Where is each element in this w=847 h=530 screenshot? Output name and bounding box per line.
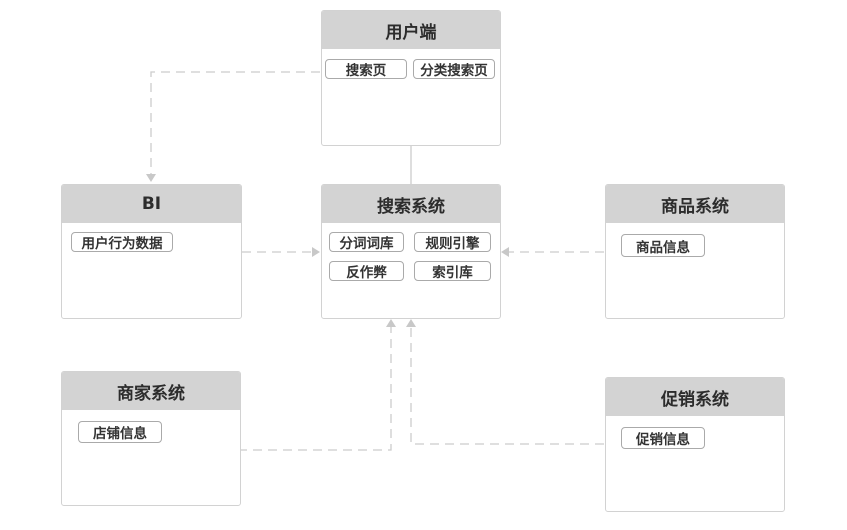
merchant-system-title: 商家系统 xyxy=(62,372,240,410)
tag-promotion-info: 促销信息 xyxy=(621,427,705,449)
promotion-system-title: 促销系统 xyxy=(606,378,784,416)
tag-user-behavior-data: 用户行为数据 xyxy=(71,232,173,252)
tag-product-info: 商品信息 xyxy=(621,234,705,257)
connector-promotion-to-search xyxy=(410,326,604,445)
arrowhead-search-bottom-right xyxy=(406,319,416,327)
arrowhead-search-right xyxy=(501,247,509,257)
connector-merchant-to-search xyxy=(238,326,392,451)
arrowhead-search-left xyxy=(312,247,320,257)
arrowhead-search-bottom-left xyxy=(386,319,396,327)
tag-index-library: 索引库 xyxy=(414,261,491,281)
tag-category-search-page: 分类搜索页 xyxy=(413,59,495,79)
bi-title: BI xyxy=(62,185,241,223)
tag-search-page: 搜索页 xyxy=(325,59,407,79)
tag-segmentation-dictionary: 分词词库 xyxy=(329,232,404,252)
tag-rule-engine: 规则引擎 xyxy=(414,232,491,252)
tag-anti-cheat: 反作弊 xyxy=(329,261,404,281)
user-client-title: 用户端 xyxy=(322,11,500,49)
tag-shop-info: 店铺信息 xyxy=(78,421,162,443)
arrowhead-bi xyxy=(146,174,156,182)
product-system-title: 商品系统 xyxy=(606,185,784,223)
search-system-title: 搜索系统 xyxy=(322,185,500,223)
connector-user-to-bi xyxy=(150,71,320,176)
